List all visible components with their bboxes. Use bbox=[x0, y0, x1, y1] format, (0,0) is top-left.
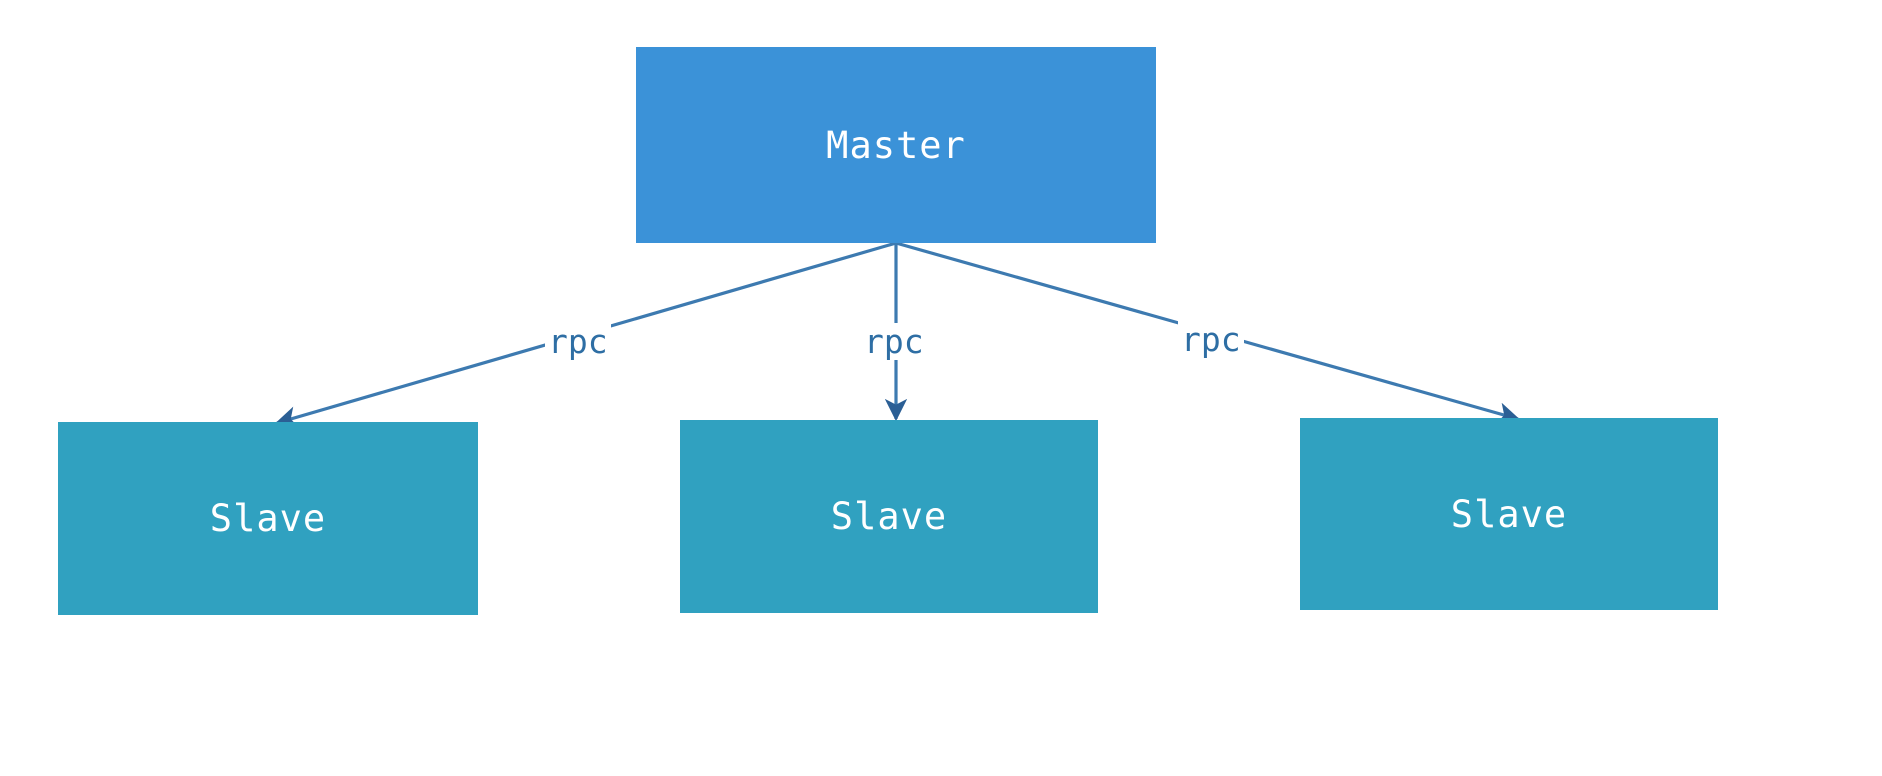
node-master[interactable]: Master bbox=[636, 47, 1156, 243]
node-master-label: Master bbox=[826, 123, 966, 167]
node-slave-1[interactable]: Slave bbox=[58, 422, 478, 615]
node-slave-1-label: Slave bbox=[209, 497, 327, 540]
node-slave-3-label: Slave bbox=[1450, 492, 1568, 536]
edge-label-rpc-middle: rpc bbox=[861, 323, 927, 360]
edge-label-rpc-right: rpc bbox=[1178, 321, 1244, 358]
node-slave-2-label: Slave bbox=[830, 495, 948, 538]
edge-label-rpc-left: rpc bbox=[545, 323, 611, 360]
node-slave-2[interactable]: Slave bbox=[680, 420, 1098, 613]
node-slave-3[interactable]: Slave bbox=[1300, 418, 1718, 610]
